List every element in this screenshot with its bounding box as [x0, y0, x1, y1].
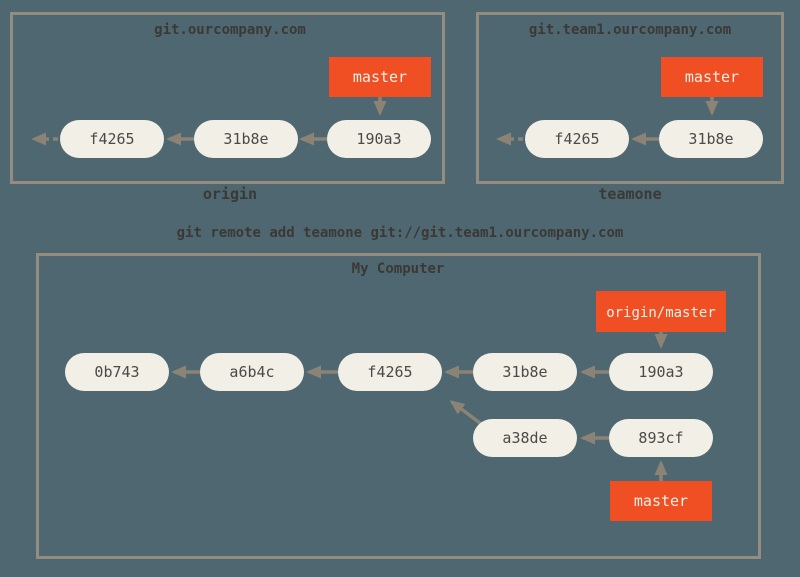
- branch-label-origin-master: [596, 291, 726, 332]
- commit-id: 31b8e: [688, 130, 733, 148]
- commit-id: 190a3: [638, 363, 683, 381]
- commit-node: [609, 419, 713, 457]
- remote-teamone-title: git.team1.ourcompany.com: [529, 22, 731, 38]
- local-repo-title: My Computer: [352, 261, 445, 277]
- commit-node: [609, 353, 713, 391]
- commit-node: [65, 353, 169, 391]
- commit-node: [473, 353, 577, 391]
- commit-id: 31b8e: [502, 363, 547, 381]
- remote-teamone-repo: git.team1.ourcompany.com master f4265 31…: [476, 12, 784, 203]
- commit-node: [525, 120, 629, 158]
- commit-id: 31b8e: [223, 130, 268, 148]
- branch-label-master-local-text: master: [634, 492, 688, 510]
- commit-node: [338, 353, 442, 391]
- remote-teamone-border: [476, 12, 784, 184]
- remote-origin-border: [10, 12, 445, 184]
- commit-id: 190a3: [356, 130, 401, 148]
- commit-id: a38de: [502, 429, 547, 447]
- commit-id: a6b4c: [229, 363, 274, 381]
- remote-teamone-caption: teamone: [598, 185, 661, 203]
- merge-parent-arrow: [449, 400, 486, 428]
- git-command-text: git remote add teamone git://git.team1.o…: [177, 225, 624, 241]
- commit-node: [473, 419, 577, 457]
- branch-label-master-teamone: [661, 57, 763, 97]
- commit-id: f4265: [554, 130, 599, 148]
- branch-label-master-teamone-text: master: [685, 68, 739, 86]
- commit-node: [327, 120, 431, 158]
- commit-id: 0b743: [94, 363, 139, 381]
- commit-node: [200, 353, 304, 391]
- commit-id: f4265: [89, 130, 134, 148]
- branch-label-origin-master-text: origin/master: [606, 305, 716, 321]
- commit-node: [60, 120, 164, 158]
- branch-label-master-origin-text: master: [353, 68, 407, 86]
- branch-label-master-origin: [329, 57, 431, 97]
- remote-origin-title: git.ourcompany.com: [154, 22, 306, 38]
- commit-id: f4265: [367, 363, 412, 381]
- commit-id: 893cf: [638, 429, 683, 447]
- branch-label-master-local: [610, 481, 712, 521]
- remote-origin-caption: origin: [203, 185, 257, 203]
- local-repo-border: [36, 253, 761, 559]
- commit-node: [659, 120, 763, 158]
- commit-node: [194, 120, 298, 158]
- remote-origin-repo: git.ourcompany.com master f4265 31b8e 19…: [10, 12, 445, 203]
- local-repo: My Computer origin/master 0b743 a6b4c f4…: [36, 253, 761, 559]
